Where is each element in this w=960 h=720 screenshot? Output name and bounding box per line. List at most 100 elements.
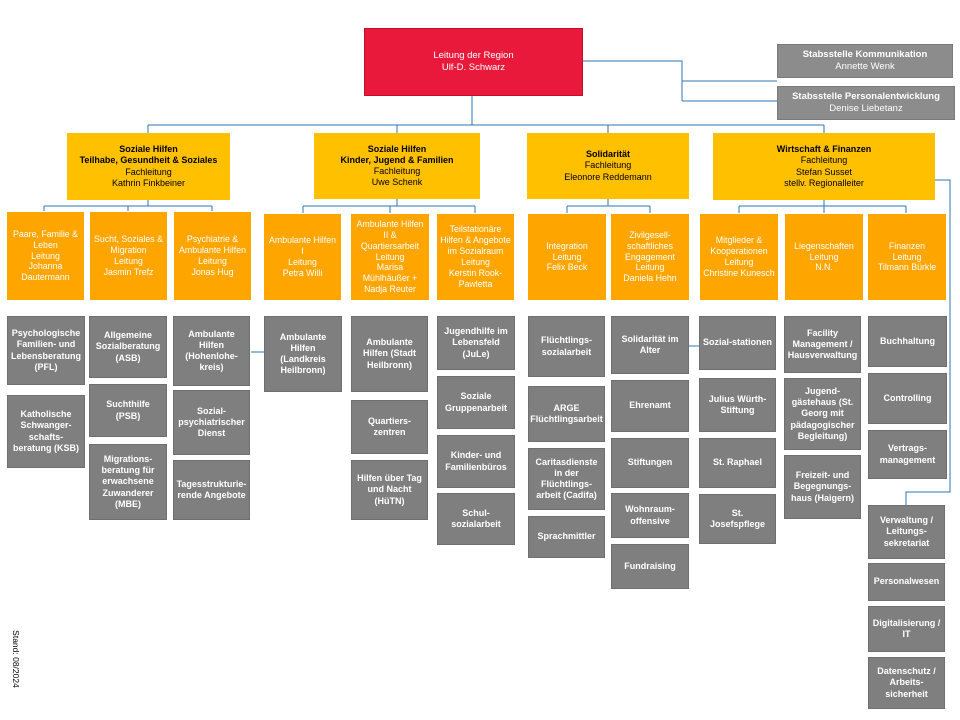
service-ambulante-hohenlohe: Ambulante Hilfen (Hohenlohe-kreis) <box>173 316 250 386</box>
unit-role: Leitung <box>198 256 227 266</box>
division-name: Eleonore Reddemann <box>564 171 652 182</box>
service-julius-wuerth: Julius Würth-Stiftung <box>699 378 776 432</box>
unit-role: Leitung <box>552 251 582 262</box>
unit-role: Leitung <box>724 257 754 267</box>
unit-name: Petra Willi <box>282 267 323 278</box>
unit-title: Liegenschaften <box>794 240 854 251</box>
region-head-name: Ulf-D. Schwarz <box>441 62 506 73</box>
unit-name: Johanna Dautermann <box>21 261 70 283</box>
unit-sucht-box: Sucht, Soziales & Migration Leitung Jasm… <box>89 211 168 301</box>
unit-liegenschaften-box: Liegenschaften Leitung N.N. <box>784 213 864 301</box>
unit-integration-box: Integration Leitung Felix Beck <box>527 213 607 301</box>
division-name: Stefan Susset <box>795 166 853 177</box>
service-schulsozialarbeit: Schul-sozialarbeit <box>437 493 515 545</box>
service-ksb: Katholische Schwanger-schafts-beratung (… <box>7 395 85 468</box>
division-title: Solidarität <box>585 149 630 160</box>
unit-name: Tilmann Bürkle <box>877 262 937 273</box>
service-datenschutz: Datenschutz / Arbeits-sicherheit <box>868 657 945 709</box>
unit-psychiatrie-box: Psychiatrie & Ambulante Hilfen Leitung J… <box>173 211 252 301</box>
division-solidaritaet-box: Solidarität Fachleitung Eleonore Reddema… <box>527 133 689 199</box>
service-jule: Jugendhilfe im Lebensfeld (JuLe) <box>437 316 515 370</box>
staff-communication-name: Annette Wenk <box>835 61 895 72</box>
unit-ambulante-1-box: Ambulante Hilfen I Leitung Petra Willi <box>263 213 342 301</box>
unit-name: Daniela Hehn <box>623 273 677 284</box>
service-facility-management: Facility Management / Hausverwaltung <box>784 316 861 373</box>
service-digitalisierung: Digitalisierung / IT <box>868 606 945 652</box>
service-gruppenarbeit: Soziale Gruppenarbeit <box>437 376 515 429</box>
division-subtitle: Kinder, Jugend & Familien <box>340 154 454 165</box>
division-title: Soziale Hilfen <box>119 144 178 154</box>
region-head-box: Leitung der Region Ulf-D. Schwarz <box>364 28 583 96</box>
service-buchhaltung: Buchhaltung <box>868 316 947 367</box>
staff-communication-title: Stabsstelle Kommunikation <box>802 49 928 61</box>
unit-role: Leitung <box>288 257 317 267</box>
staff-hr-box: Stabsstelle Personalentwicklung Denise L… <box>777 86 955 120</box>
unit-title: Finanzen <box>888 240 926 251</box>
service-sozialstationen: Sozial-stationen <box>699 316 776 370</box>
division-extra: stellv. Regionalleiter <box>784 177 864 188</box>
unit-role: Leitung <box>461 257 490 267</box>
service-ambulante-stadt: Ambulante Hilfen (Stadt Heilbronn) <box>351 316 428 392</box>
division-title: Wirtschaft & Finanzen <box>776 144 872 154</box>
unit-engagement-box: Zivilgesell-schaftliches Engagement Leit… <box>610 213 690 301</box>
service-familienbueros: Kinder- und Familienbüros <box>437 435 515 488</box>
service-huetn: Hilfen über Tag und Nacht (HüTN) <box>351 460 428 520</box>
unit-title: Psychiatrie & Ambulante Hilfen <box>179 234 246 256</box>
service-pfl: Psychologische Familien- und Lebensberat… <box>7 316 85 385</box>
unit-title: Ambulante Hilfen I <box>269 235 336 257</box>
unit-name: Christine Kunesch <box>703 267 775 278</box>
staff-communication-box: Stabsstelle Kommunikation Annette Wenk <box>777 44 953 78</box>
unit-finanzen-box: Finanzen Leitung Tilmann Bürkle <box>867 213 947 301</box>
division-role: Fachleitung <box>800 155 848 166</box>
unit-title: Teilstationäre Hilfen & Angebote im Sozi… <box>440 224 511 257</box>
unit-title: Paare, Familie & Leben <box>12 228 79 250</box>
unit-title: Zivilgesell-schaftliches Engagement <box>625 229 675 262</box>
service-sozialpsychiatrie: Sozial-psychiatrischer Dienst <box>173 390 250 455</box>
staff-hr-title: Stabsstelle Personalentwicklung <box>792 91 940 103</box>
division-name: Kathrin Finkbeiner <box>111 177 186 188</box>
unit-title: Ambulante Hilfen II & Quartiersarbeit <box>356 218 424 251</box>
unit-name: N.N. <box>815 262 833 273</box>
service-arge: ARGE Flüchtlingsarbeit <box>528 386 605 442</box>
division-kinder-box: Soziale Hilfen Kinder, Jugend & Familien… <box>314 133 480 199</box>
service-fundraising: Fundraising <box>611 544 689 589</box>
unit-role: Leitung <box>114 256 143 266</box>
division-role: Fachleitung <box>373 166 421 176</box>
division-role: Fachleitung <box>125 166 172 177</box>
division-role: Fachleitung <box>584 160 632 171</box>
stand-date-text: Stand: 08/2024 <box>11 630 22 688</box>
unit-ambulante-2-box: Ambulante Hilfen II & Quartiersarbeit Le… <box>350 213 430 301</box>
unit-role: Leitung <box>635 262 665 273</box>
service-jugendgaestehaus: Jugend-gästehaus (St. Georg mit pädagogi… <box>784 378 861 450</box>
service-freizeithaus: Freizeit- und Begegnungs-haus (Haigern) <box>784 455 861 519</box>
service-asb: Allgemeine Sozialberatung (ASB) <box>89 316 167 378</box>
unit-title: Integration <box>546 240 588 251</box>
service-quartierszentren: Quartiers-zentren <box>351 400 428 454</box>
division-teilhabe-box: Soziale Hilfen Teilhabe, Gesundheit & So… <box>67 133 230 200</box>
staff-hr-name: Denise Liebetanz <box>829 103 903 114</box>
service-verwaltung: Verwaltung / Leitungs-sekretariat <box>868 505 945 559</box>
service-fluechtlingssozialarbeit: Flüchtlings-sozialarbeit <box>528 316 605 377</box>
stand-date-label: Stand: 08/2024 <box>2 628 30 690</box>
service-ehrenamt: Ehrenamt <box>611 380 689 432</box>
unit-name: Jonas Hug <box>191 266 234 277</box>
unit-title: Sucht, Soziales & Migration <box>94 234 163 256</box>
unit-name: Marisa Mühlhäußer + Nadja Reuter <box>362 262 418 295</box>
service-tagesstruktur: Tagesstrukturie-rende Angebote <box>173 460 250 520</box>
unit-name: Felix Beck <box>546 262 588 273</box>
unit-mitglieder-box: Mitglieder & Kooperationen Leitung Chris… <box>699 213 779 301</box>
service-st-josefspflege: St. Josefspflege <box>699 494 776 544</box>
service-ambulante-landkreis: Ambulante Hilfen (Landkreis Heilbronn) <box>264 316 342 392</box>
service-personalwesen: Personalwesen <box>868 563 945 601</box>
division-name: Uwe Schenk <box>371 177 423 188</box>
unit-role: Leitung <box>809 251 839 262</box>
unit-role: Leitung <box>892 251 922 262</box>
service-vertragsmanagement: Vertrags-management <box>868 430 947 479</box>
unit-name: Jasmin Trefz <box>103 266 154 277</box>
unit-role: Leitung <box>375 251 405 262</box>
service-sprachmittler: Sprachmittler <box>528 516 605 558</box>
division-wirtschaft-box: Wirtschaft & Finanzen Fachleitung Stefan… <box>713 133 935 200</box>
unit-teilstationaer-box: Teilstationäre Hilfen & Angebote im Sozi… <box>436 213 515 301</box>
region-head-title: Leitung der Region <box>433 50 514 62</box>
